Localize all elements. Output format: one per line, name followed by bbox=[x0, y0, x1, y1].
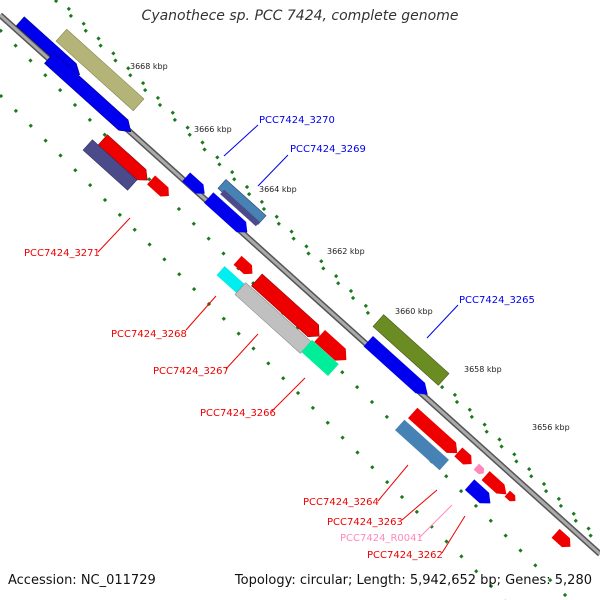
gene-purple-small bbox=[220, 189, 260, 227]
kbp-ticks: 3668 kbp 3666 kbp 3664 kbp 3662 kbp 3660… bbox=[130, 62, 570, 432]
label-pcc3270: PCC7424_3270 bbox=[259, 115, 335, 126]
gene-red-tiny bbox=[504, 490, 516, 502]
gene-grey-3267 bbox=[234, 282, 312, 354]
gene-red-small bbox=[147, 175, 169, 197]
tick-3664: 3664 kbp bbox=[259, 185, 297, 194]
label-pcc3266: PCC7424_3266 bbox=[200, 408, 276, 419]
gene-red-3263 bbox=[454, 447, 472, 465]
label-pcc3262: PCC7424_3262 bbox=[367, 550, 443, 561]
gene-labels[interactable]: PCC7424_3270 PCC7424_3269 PCC7424_3265 P… bbox=[24, 115, 535, 561]
gene-red-3268 bbox=[251, 273, 320, 337]
accession-text: Accession: NC_011729 bbox=[8, 573, 156, 588]
guide-line-outer-forward bbox=[53, 0, 600, 547]
gene-red-3267 bbox=[314, 330, 347, 361]
gene-purple-3271 bbox=[82, 139, 138, 191]
gene-red-3271 bbox=[97, 134, 148, 181]
tick-3666: 3666 kbp bbox=[194, 125, 232, 134]
gene-red-right bbox=[551, 528, 571, 548]
gene-pink-R0041 bbox=[473, 463, 485, 475]
tick-3662: 3662 kbp bbox=[327, 247, 365, 256]
tick-3660: 3660 kbp bbox=[395, 307, 433, 316]
gene-khaki bbox=[55, 28, 145, 112]
guide-line-inner-reverse bbox=[0, 93, 507, 600]
tick-3658: 3658 kbp bbox=[464, 365, 502, 374]
gene-red-3268a bbox=[233, 255, 253, 275]
label-pcc3264: PCC7424_3264 bbox=[303, 497, 379, 508]
gene-red-3264 bbox=[408, 407, 458, 454]
genome-summary-text: Topology: circular; Length: 5,942,652 bp… bbox=[234, 573, 592, 588]
label-pccR0041: PCC7424_R0041 bbox=[340, 533, 423, 544]
leader-lines bbox=[97, 124, 466, 554]
gene-red-3262a bbox=[481, 471, 507, 495]
gene-steelblue-3264 bbox=[395, 419, 449, 471]
gene-blue-small bbox=[182, 172, 205, 194]
tick-3668: 3668 kbp bbox=[130, 62, 168, 71]
tick-3656: 3656 kbp bbox=[532, 423, 570, 432]
guide-line-outer-b bbox=[58, 0, 600, 542]
gene-cyan-3268 bbox=[216, 266, 246, 294]
gene-blue-3265b bbox=[363, 336, 428, 395]
gene-spring-3266 bbox=[301, 340, 339, 376]
label-pcc3263: PCC7424_3263 bbox=[327, 517, 403, 528]
gene-blue-3270 bbox=[203, 192, 248, 233]
label-pcc3269: PCC7424_3269 bbox=[290, 144, 366, 155]
label-pcc3271: PCC7424_3271 bbox=[24, 248, 100, 259]
gene-steelblue-3269 bbox=[217, 179, 267, 225]
label-pcc3268: PCC7424_3268 bbox=[111, 329, 187, 340]
gene-blue-3262 bbox=[464, 479, 491, 504]
map-title: Cyanothece sp. PCC 7424, complete genome bbox=[141, 8, 459, 24]
label-pcc3267: PCC7424_3267 bbox=[153, 366, 229, 377]
forward-genes[interactable] bbox=[15, 16, 495, 509]
gene-olive-3265 bbox=[372, 314, 450, 386]
reverse-genes[interactable] bbox=[82, 134, 574, 551]
gene-blue-long bbox=[44, 52, 132, 133]
label-pcc3265: PCC7424_3265 bbox=[459, 295, 535, 306]
